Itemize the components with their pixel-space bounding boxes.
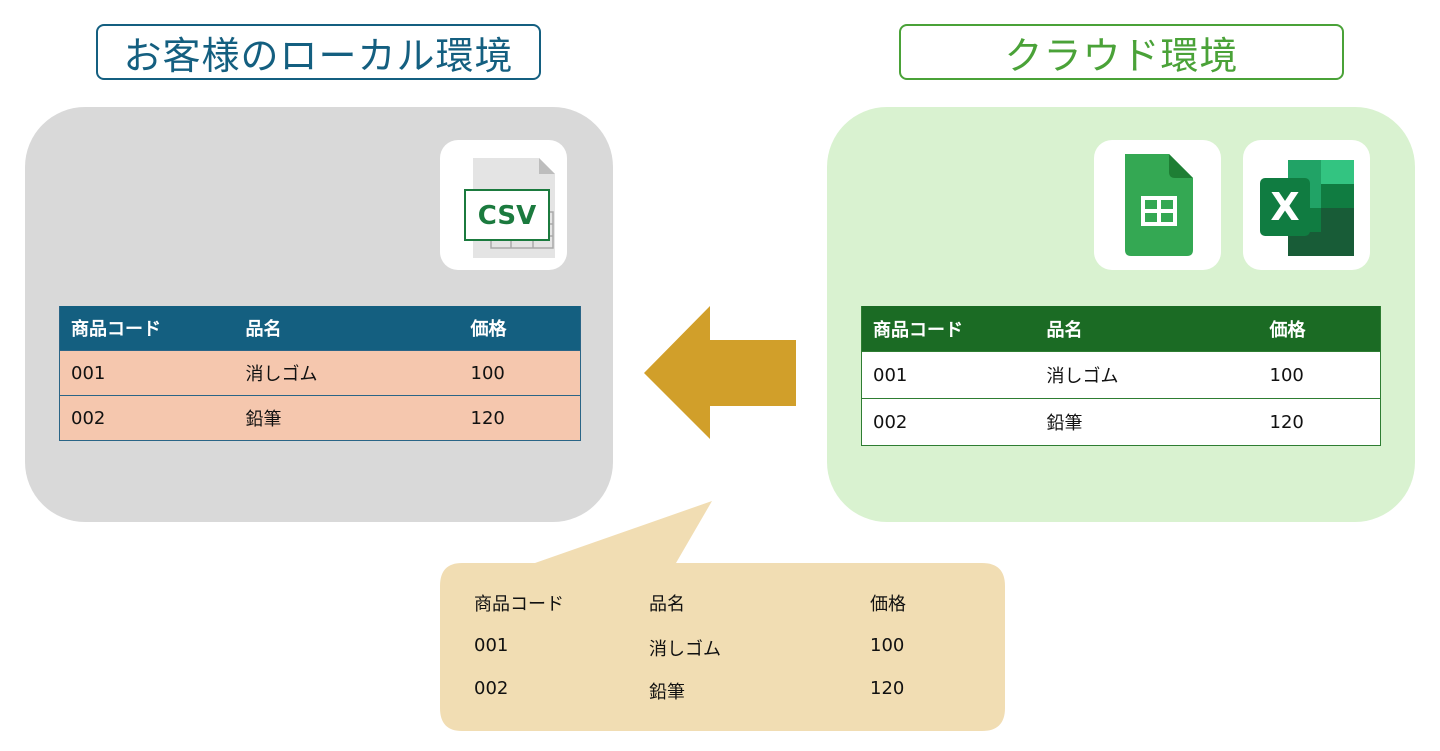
- header-product-name: 品名: [234, 306, 460, 351]
- callout-row2-code: 002: [474, 678, 509, 699]
- header-price: 価格: [459, 306, 581, 351]
- excel-icon-tile: X: [1243, 140, 1370, 270]
- callout-row2-price: 120: [870, 678, 905, 699]
- cell-name: 消しゴム: [234, 350, 460, 396]
- table-row: 001 消しゴム 100: [861, 351, 1381, 399]
- table-row: 002 鉛筆 120: [59, 395, 581, 441]
- google-sheets-icon-tile: [1094, 140, 1221, 270]
- excel-label: X: [1270, 185, 1299, 229]
- cell-code: 002: [59, 395, 235, 441]
- cell-price: 120: [1258, 398, 1381, 446]
- cell-code: 002: [861, 398, 1036, 446]
- cell-price: 100: [459, 350, 581, 396]
- cloud-product-table: 商品コード 品名 価格 001 消しゴム 100 002 鉛筆 120: [861, 306, 1381, 446]
- csv-label: CSV: [477, 201, 535, 231]
- local-product-table: 商品コード 品名 価格 001 消しゴム 100 002 鉛筆 120: [59, 306, 581, 441]
- csv-file-icon: CSV: [463, 158, 555, 258]
- local-environment-title: お客様のローカル環境: [96, 24, 541, 80]
- google-sheets-icon: [1124, 154, 1193, 256]
- header-price: 価格: [1258, 306, 1381, 352]
- cell-name: 鉛筆: [234, 395, 460, 441]
- table-header-row: 商品コード 品名 価格: [59, 306, 581, 351]
- table-row: 001 消しゴム 100: [59, 350, 581, 396]
- cell-name: 鉛筆: [1035, 398, 1259, 446]
- callout-row1-price: 100: [870, 635, 905, 656]
- header-product-code: 商品コード: [59, 306, 235, 351]
- table-header-row: 商品コード 品名 価格: [861, 306, 1381, 352]
- cell-price: 120: [459, 395, 581, 441]
- cell-code: 001: [59, 350, 235, 396]
- csv-file-icon-tile: CSV: [440, 140, 567, 270]
- header-product-name: 品名: [1035, 306, 1259, 352]
- callout-header-price: 価格: [870, 594, 906, 615]
- cell-name: 消しゴム: [1035, 351, 1259, 399]
- callout-row2-name: 鉛筆: [649, 682, 685, 703]
- callout-header-product-name: 品名: [649, 594, 685, 615]
- cloud-environment-title: クラウド環境: [899, 24, 1344, 80]
- callout-row1-name: 消しゴム: [649, 639, 721, 660]
- callout-header-product-code: 商品コード: [474, 594, 564, 615]
- table-row: 002 鉛筆 120: [861, 398, 1381, 446]
- cell-code: 001: [861, 351, 1036, 399]
- left-arrow-icon: [644, 306, 796, 439]
- cell-price: 100: [1258, 351, 1381, 399]
- header-product-code: 商品コード: [861, 306, 1036, 352]
- excel-icon: X: [1259, 160, 1354, 256]
- callout-row1-code: 001: [474, 635, 509, 656]
